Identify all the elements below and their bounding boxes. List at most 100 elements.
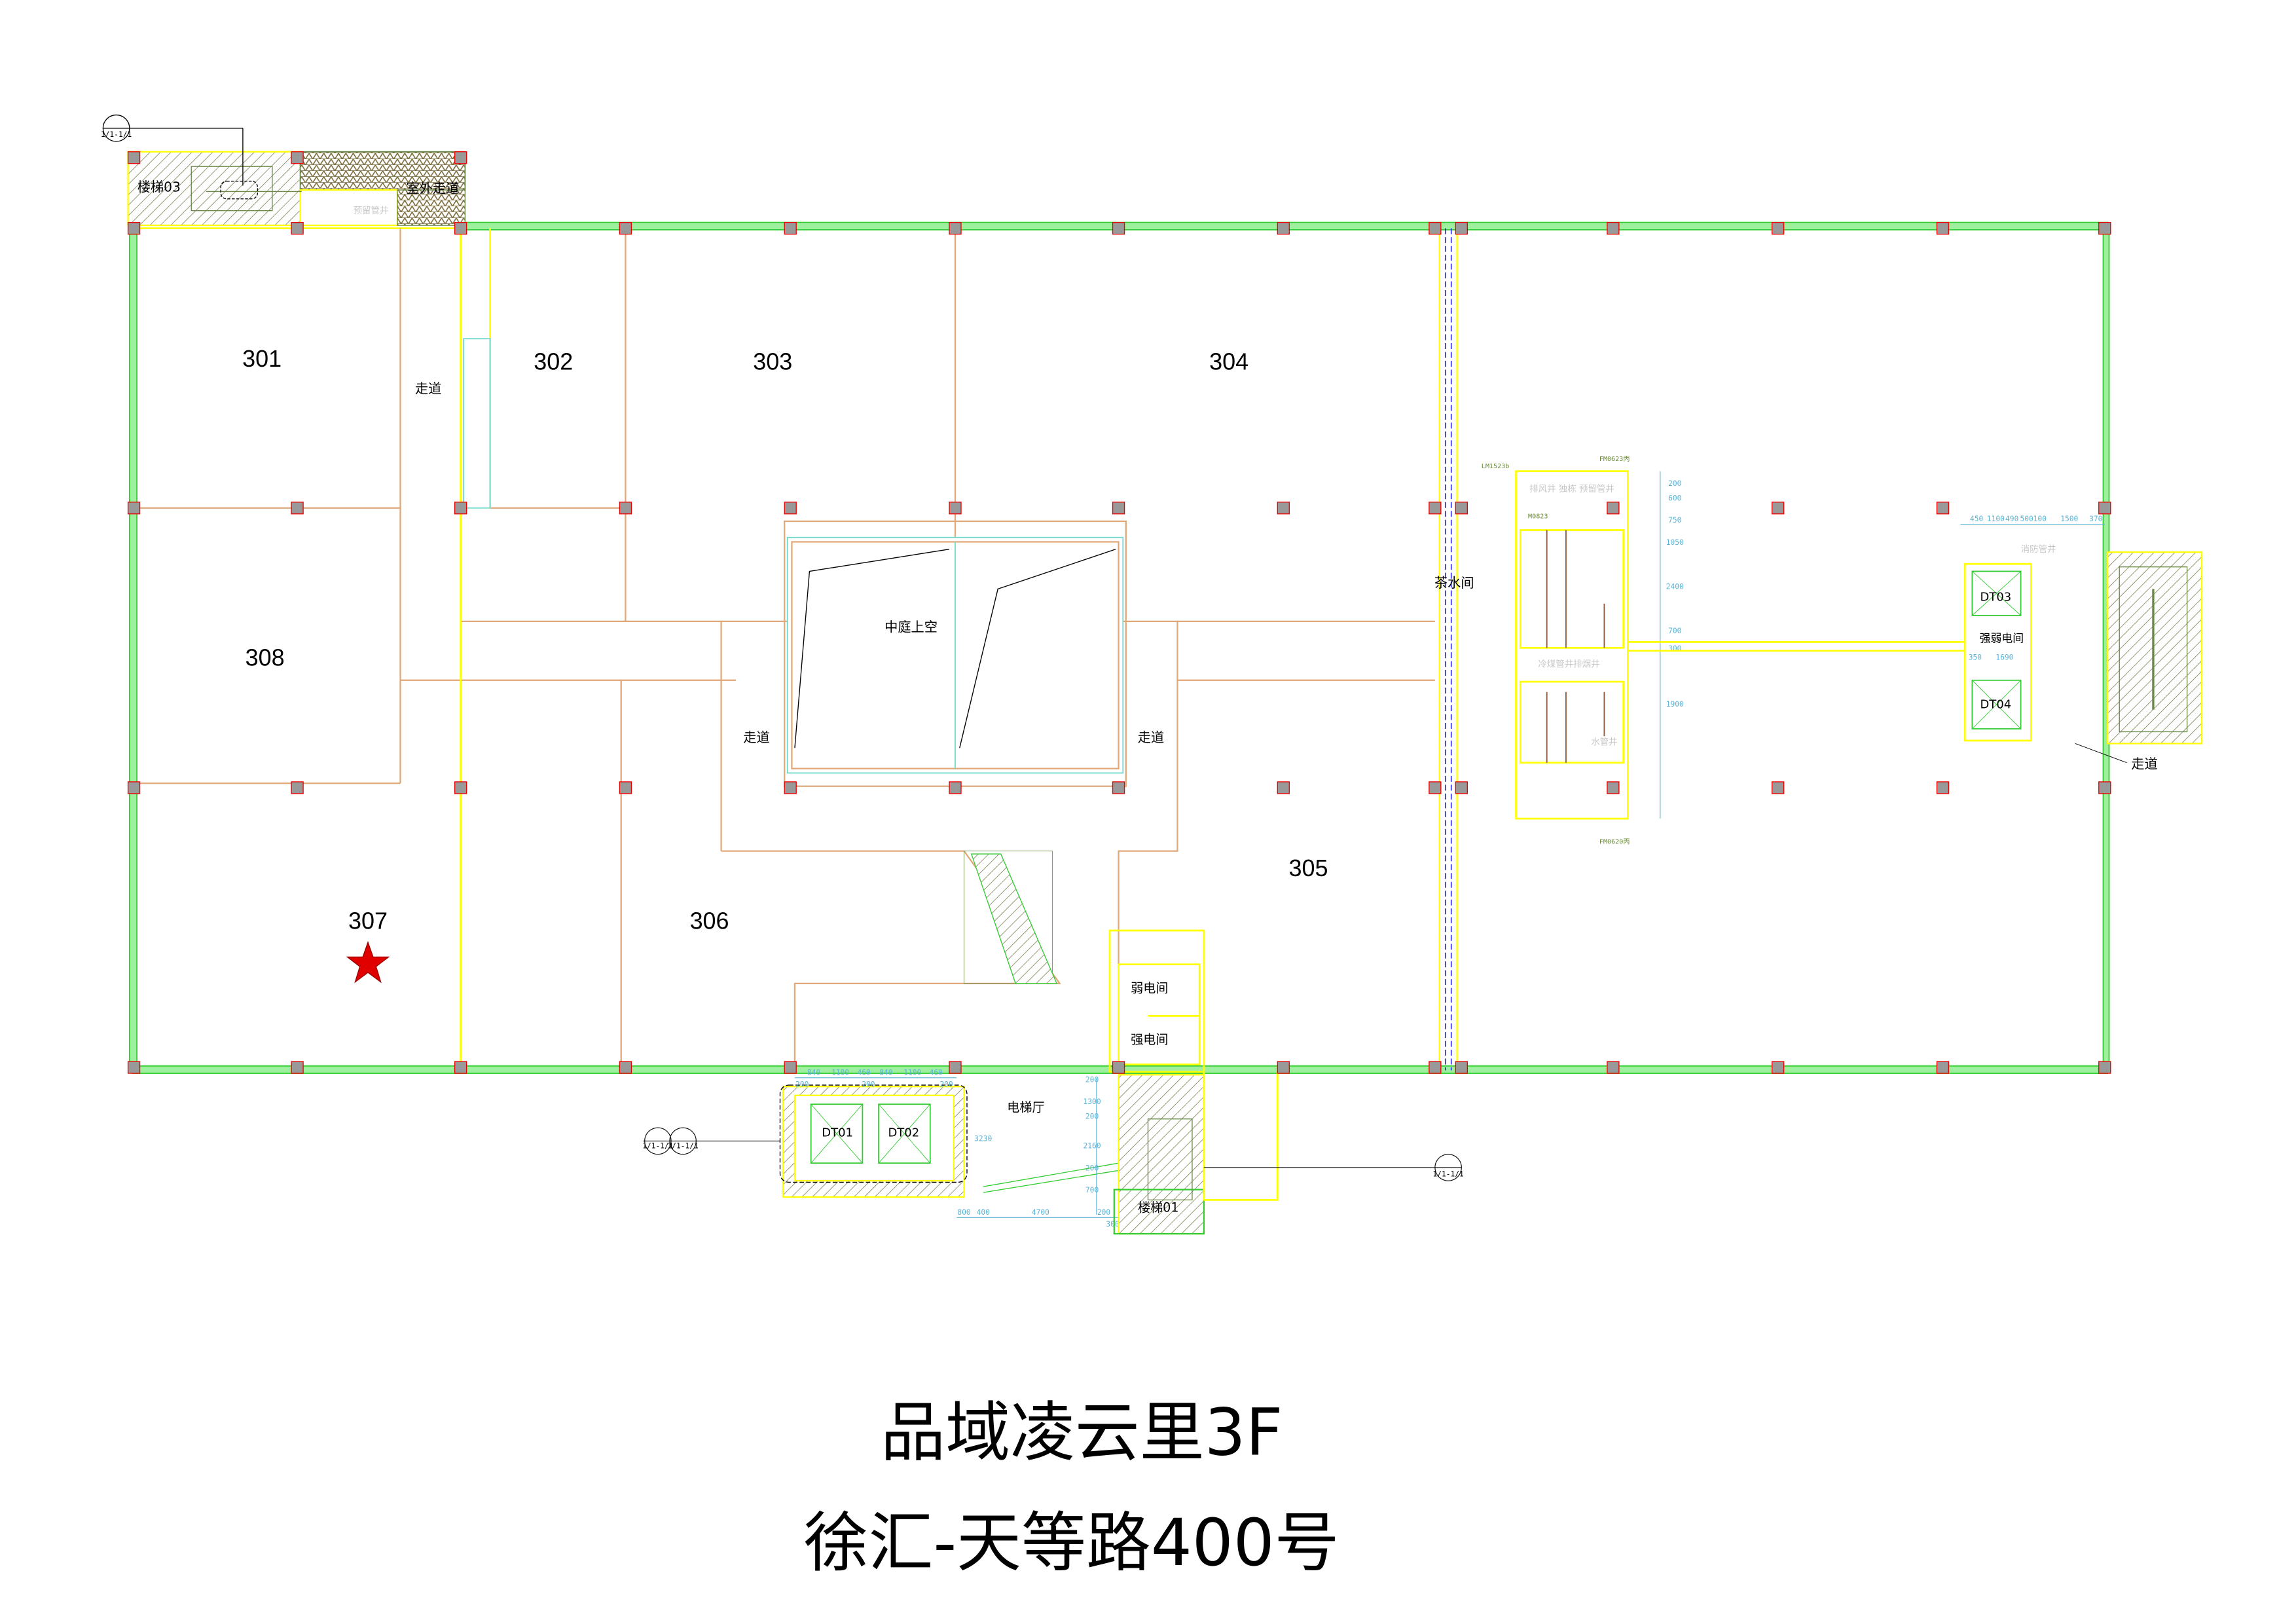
- dimension-text: 200: [1085, 1164, 1099, 1172]
- dimension-text: 300: [1106, 1220, 1120, 1228]
- column: [291, 781, 304, 794]
- dimension-text: 1900: [1666, 700, 1684, 709]
- dimension-text: 490: [2005, 515, 2019, 523]
- corridor-label: 走道: [415, 380, 441, 396]
- corridor-label-right: 走道: [2131, 756, 2157, 772]
- dimension-text: 200: [939, 1080, 953, 1088]
- door-code: FM0623丙: [1599, 456, 1630, 463]
- column: [1607, 502, 1620, 515]
- column: [2098, 1061, 2111, 1074]
- partitions: [132, 228, 1435, 1071]
- water-shaft-label: 水管井: [1591, 737, 1617, 748]
- dt03-label: DT03: [1980, 590, 2012, 604]
- door-code: LM1523b: [1482, 463, 1510, 470]
- plan-subtitle: 徐汇-天等路400号: [804, 1505, 1339, 1581]
- column: [1936, 502, 1950, 515]
- column: [127, 221, 141, 235]
- column: [454, 781, 467, 794]
- column: [1112, 781, 1125, 794]
- column: [1455, 221, 1468, 235]
- dimension-text: 800: [957, 1208, 971, 1217]
- cold-smoke-shaft-label: 冷煤管井排烟井: [1538, 659, 1599, 670]
- dimension-text: 200: [795, 1080, 809, 1088]
- atrium: 中庭上空: [784, 520, 1127, 787]
- room-305-label: 305: [1289, 855, 1328, 881]
- dimension-text: 700: [1085, 1186, 1099, 1194]
- dimension-text: 200: [1097, 1208, 1111, 1217]
- dimension-text: 600: [1668, 494, 1682, 503]
- column: [291, 502, 304, 515]
- strong-weak-elec-label: 强弱电间: [1980, 631, 2024, 644]
- column: [454, 221, 467, 235]
- column: [127, 151, 141, 164]
- dimension-text: 840: [879, 1068, 893, 1077]
- atrium-label: 中庭上空: [884, 619, 938, 635]
- dimension-text: 350: [1969, 653, 1982, 661]
- right-core: DT03 DT04 强弱电间 消防管井 450 1100 490 500 100…: [1628, 515, 2105, 742]
- dimension-text: 3230: [974, 1134, 992, 1143]
- door-code: M0823: [1528, 513, 1548, 521]
- column: [1277, 502, 1290, 515]
- stair-01-block: 楼梯01: [1113, 1071, 1279, 1235]
- plan-title: 品域凌云里3F: [881, 1395, 1283, 1470]
- elevator-hall-label: 电梯厅: [1007, 1099, 1044, 1115]
- expansion-joint: 茶水间: [1434, 228, 1474, 1071]
- electrical-rooms: 弱电间 强电间: [1108, 929, 1205, 1073]
- dimension-text: 1690: [1995, 653, 2013, 661]
- column: [1455, 502, 1468, 515]
- column: [1277, 221, 1290, 235]
- column: [291, 1061, 304, 1074]
- outdoor-corridor-label: 室外走道: [406, 181, 459, 196]
- column: [2098, 502, 2111, 515]
- column: [1429, 781, 1442, 794]
- weak-elec-room-label: 弱电间: [1131, 980, 1168, 995]
- reserved-shaft-label: 预留管井: [354, 206, 389, 216]
- column: [949, 1061, 962, 1074]
- column: [619, 781, 632, 794]
- restroom-block: 排风井 独栋 预留管井 冷煤管井排烟井 水管井 LM1523b FM0623丙 …: [1482, 456, 1630, 845]
- column: [1429, 1061, 1442, 1074]
- dimension-text: 2160: [1084, 1142, 1101, 1151]
- dt04-label: DT04: [1980, 698, 2012, 712]
- exhaust-shaft-label: 排风井 独栋 预留管井: [1529, 484, 1614, 494]
- column: [1607, 1061, 1620, 1074]
- column: [1772, 221, 1785, 235]
- location-star-marker: [346, 940, 390, 984]
- right-stair: 走道: [2075, 551, 2203, 772]
- column: [1429, 502, 1442, 515]
- column: [784, 502, 797, 515]
- column: [784, 221, 797, 235]
- strong-elec-room-label: 强电间: [1131, 1032, 1168, 1047]
- dimension-text: 200: [862, 1080, 875, 1088]
- column: [784, 781, 797, 794]
- dimension-text: 500: [2020, 515, 2033, 523]
- column: [454, 502, 467, 515]
- grid-bubble-text: 1/1-1/1: [667, 1142, 698, 1151]
- column: [1429, 221, 1442, 235]
- column: [291, 151, 304, 164]
- column: [291, 221, 304, 235]
- corridor-label: 走道: [743, 729, 769, 745]
- column: [619, 221, 632, 235]
- dt02-label: DT02: [888, 1126, 919, 1140]
- room-308-label: 308: [246, 644, 285, 671]
- column: [1112, 221, 1125, 235]
- column: [1772, 781, 1785, 794]
- column: [619, 1061, 632, 1074]
- restroom-dimensions: 200 600 750 1050 2400 700 300 1900: [1660, 471, 1684, 819]
- dimension-text: 370: [2089, 515, 2103, 523]
- door-code: FM0620丙: [1599, 838, 1630, 845]
- grid-bubble-text: 1/1-1/1: [642, 1142, 673, 1151]
- room-302-label: 302: [534, 348, 573, 375]
- elevator-block: DT01 DT02 电梯厅: [779, 1084, 1119, 1198]
- room-306-label: 306: [690, 908, 729, 934]
- column: [1936, 1061, 1950, 1074]
- column: [784, 1061, 797, 1074]
- grid-bubble-text: 1/1-1/1: [1432, 1170, 1463, 1178]
- column: [454, 151, 467, 164]
- dimension-text: 450: [1970, 515, 1984, 523]
- right-top-dimensions: 450 1100 490 500 100 1500 370 350 1690: [1960, 515, 2105, 661]
- column: [127, 781, 141, 794]
- column: [1112, 1061, 1125, 1074]
